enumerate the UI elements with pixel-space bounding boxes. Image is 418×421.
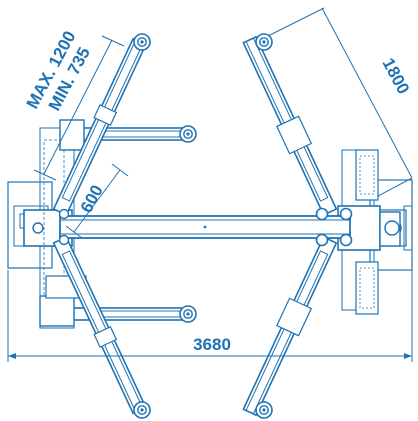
overall-length-dimension xyxy=(7,270,413,362)
left-lower-long-arm xyxy=(52,235,151,419)
left-front-short-arm xyxy=(59,119,197,151)
right-upper-long-arm xyxy=(242,33,338,217)
reach-label-1800: 1800 xyxy=(378,55,413,97)
arm-length-dimension xyxy=(33,35,125,181)
overall-length-label: 3680 xyxy=(193,335,231,354)
left-upper-long-arm xyxy=(52,33,151,217)
cross-beam xyxy=(59,215,351,239)
right-lower-long-arm xyxy=(242,235,338,419)
reach-dimension-1800 xyxy=(267,7,413,197)
right-hinge-details xyxy=(58,149,379,315)
left-rear-short-arm xyxy=(39,275,197,327)
inner-width-dimension-600 xyxy=(65,163,129,239)
inner-width-label-600: 600 xyxy=(77,182,107,216)
